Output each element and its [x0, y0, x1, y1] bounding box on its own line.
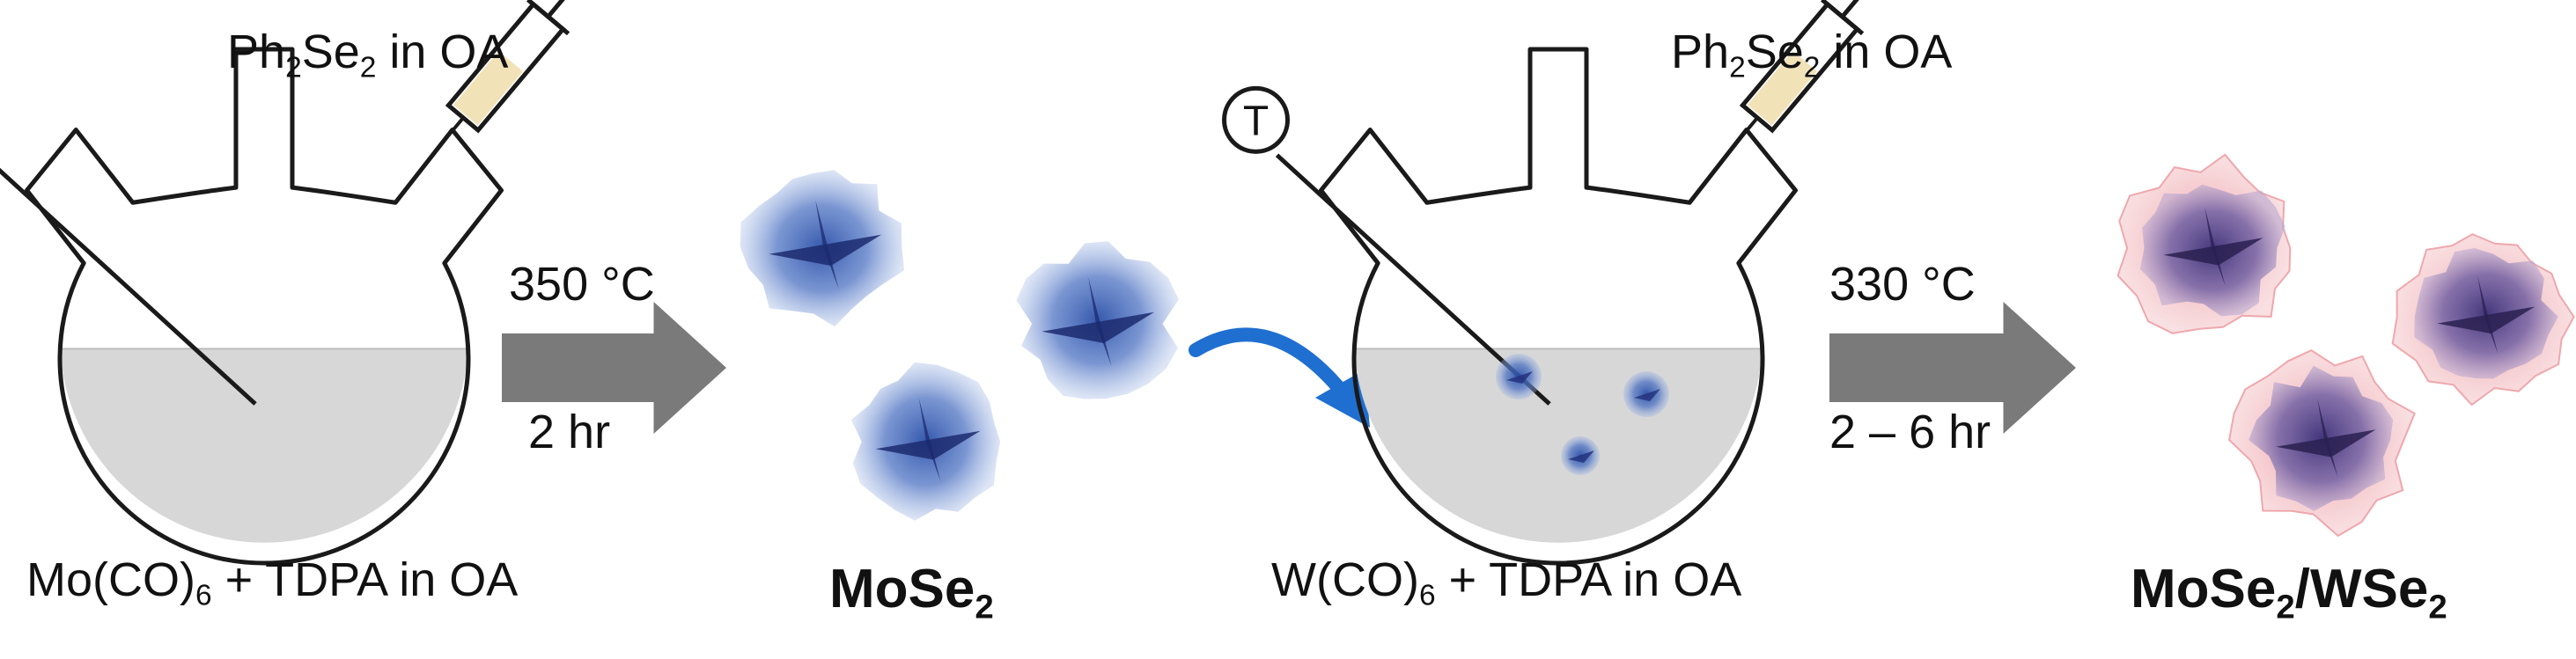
- mose2-wse2-core-flake: [2204, 207, 2226, 286]
- step-1-time: 2 hr: [528, 406, 611, 458]
- flask-2-solution: [1354, 348, 1763, 543]
- flask-1-thermocouple: [0, 167, 257, 406]
- step-2-time: 2 – 6 hr: [1829, 406, 1991, 458]
- flask-2-syringe-plunger: [1840, 0, 1870, 18]
- flask-1-glass: [25, 47, 504, 566]
- flask-2-syringe-liquid: [1747, 50, 1817, 126]
- mose2-wse2-core: [2248, 365, 2394, 511]
- flask-2-seed-flake: [1634, 389, 1660, 401]
- flask-2-seed-flake: [1506, 371, 1533, 384]
- flask-2-syringe-needle: [1727, 116, 1759, 153]
- flask-2-syringe-flange: [1821, 0, 1865, 36]
- flask-2-glass: [1319, 47, 1798, 566]
- product-2-label: MoSe2/WSe2: [2131, 559, 2447, 626]
- flask-2: T: [1222, 0, 1870, 566]
- flask-1-label: Mo(CO)6 + TDPA in OA: [26, 553, 519, 612]
- flask-2-syringe: [1727, 0, 1870, 153]
- reaction-arrow-1: [502, 302, 726, 434]
- flask-1-syringe-liquid: [453, 50, 523, 126]
- flask-1-syringe-plunger: [546, 0, 576, 18]
- flask-1-syringe-needle: [433, 116, 465, 153]
- transfer-arrow: [1189, 327, 1345, 394]
- syringe-2-label: Ph2Se2 in OA: [1671, 26, 1953, 84]
- mose2-wse2-core-flake: [2317, 399, 2338, 478]
- flask-2-thermometer-label: T: [1243, 98, 1269, 144]
- reaction-arrow-2: [1829, 302, 2076, 434]
- flask-1: T: [0, 0, 576, 566]
- flask-1-solution: [60, 348, 468, 543]
- syringe-1-label: Ph2Se2 in OA: [227, 26, 509, 84]
- mose2-wse2-core-flake: [2477, 276, 2499, 355]
- product-1-label: MoSe2: [829, 559, 994, 626]
- flask-1-syringe: [433, 0, 576, 153]
- mose2-particle-flake: [815, 200, 839, 289]
- flask-2-thermometer-icon: [1222, 85, 1291, 154]
- mose2-particle-flake: [918, 398, 941, 482]
- flask-2-seed-flake: [1568, 450, 1594, 463]
- step-2-temperature: 330 °C: [1829, 258, 1976, 311]
- flask-2-label: W(CO)6 + TDPA in OA: [1271, 553, 1742, 612]
- step-1-temperature: 350 °C: [509, 258, 655, 311]
- flask-1-syringe-flange: [526, 0, 570, 36]
- mose2-particle-flake: [1088, 277, 1112, 367]
